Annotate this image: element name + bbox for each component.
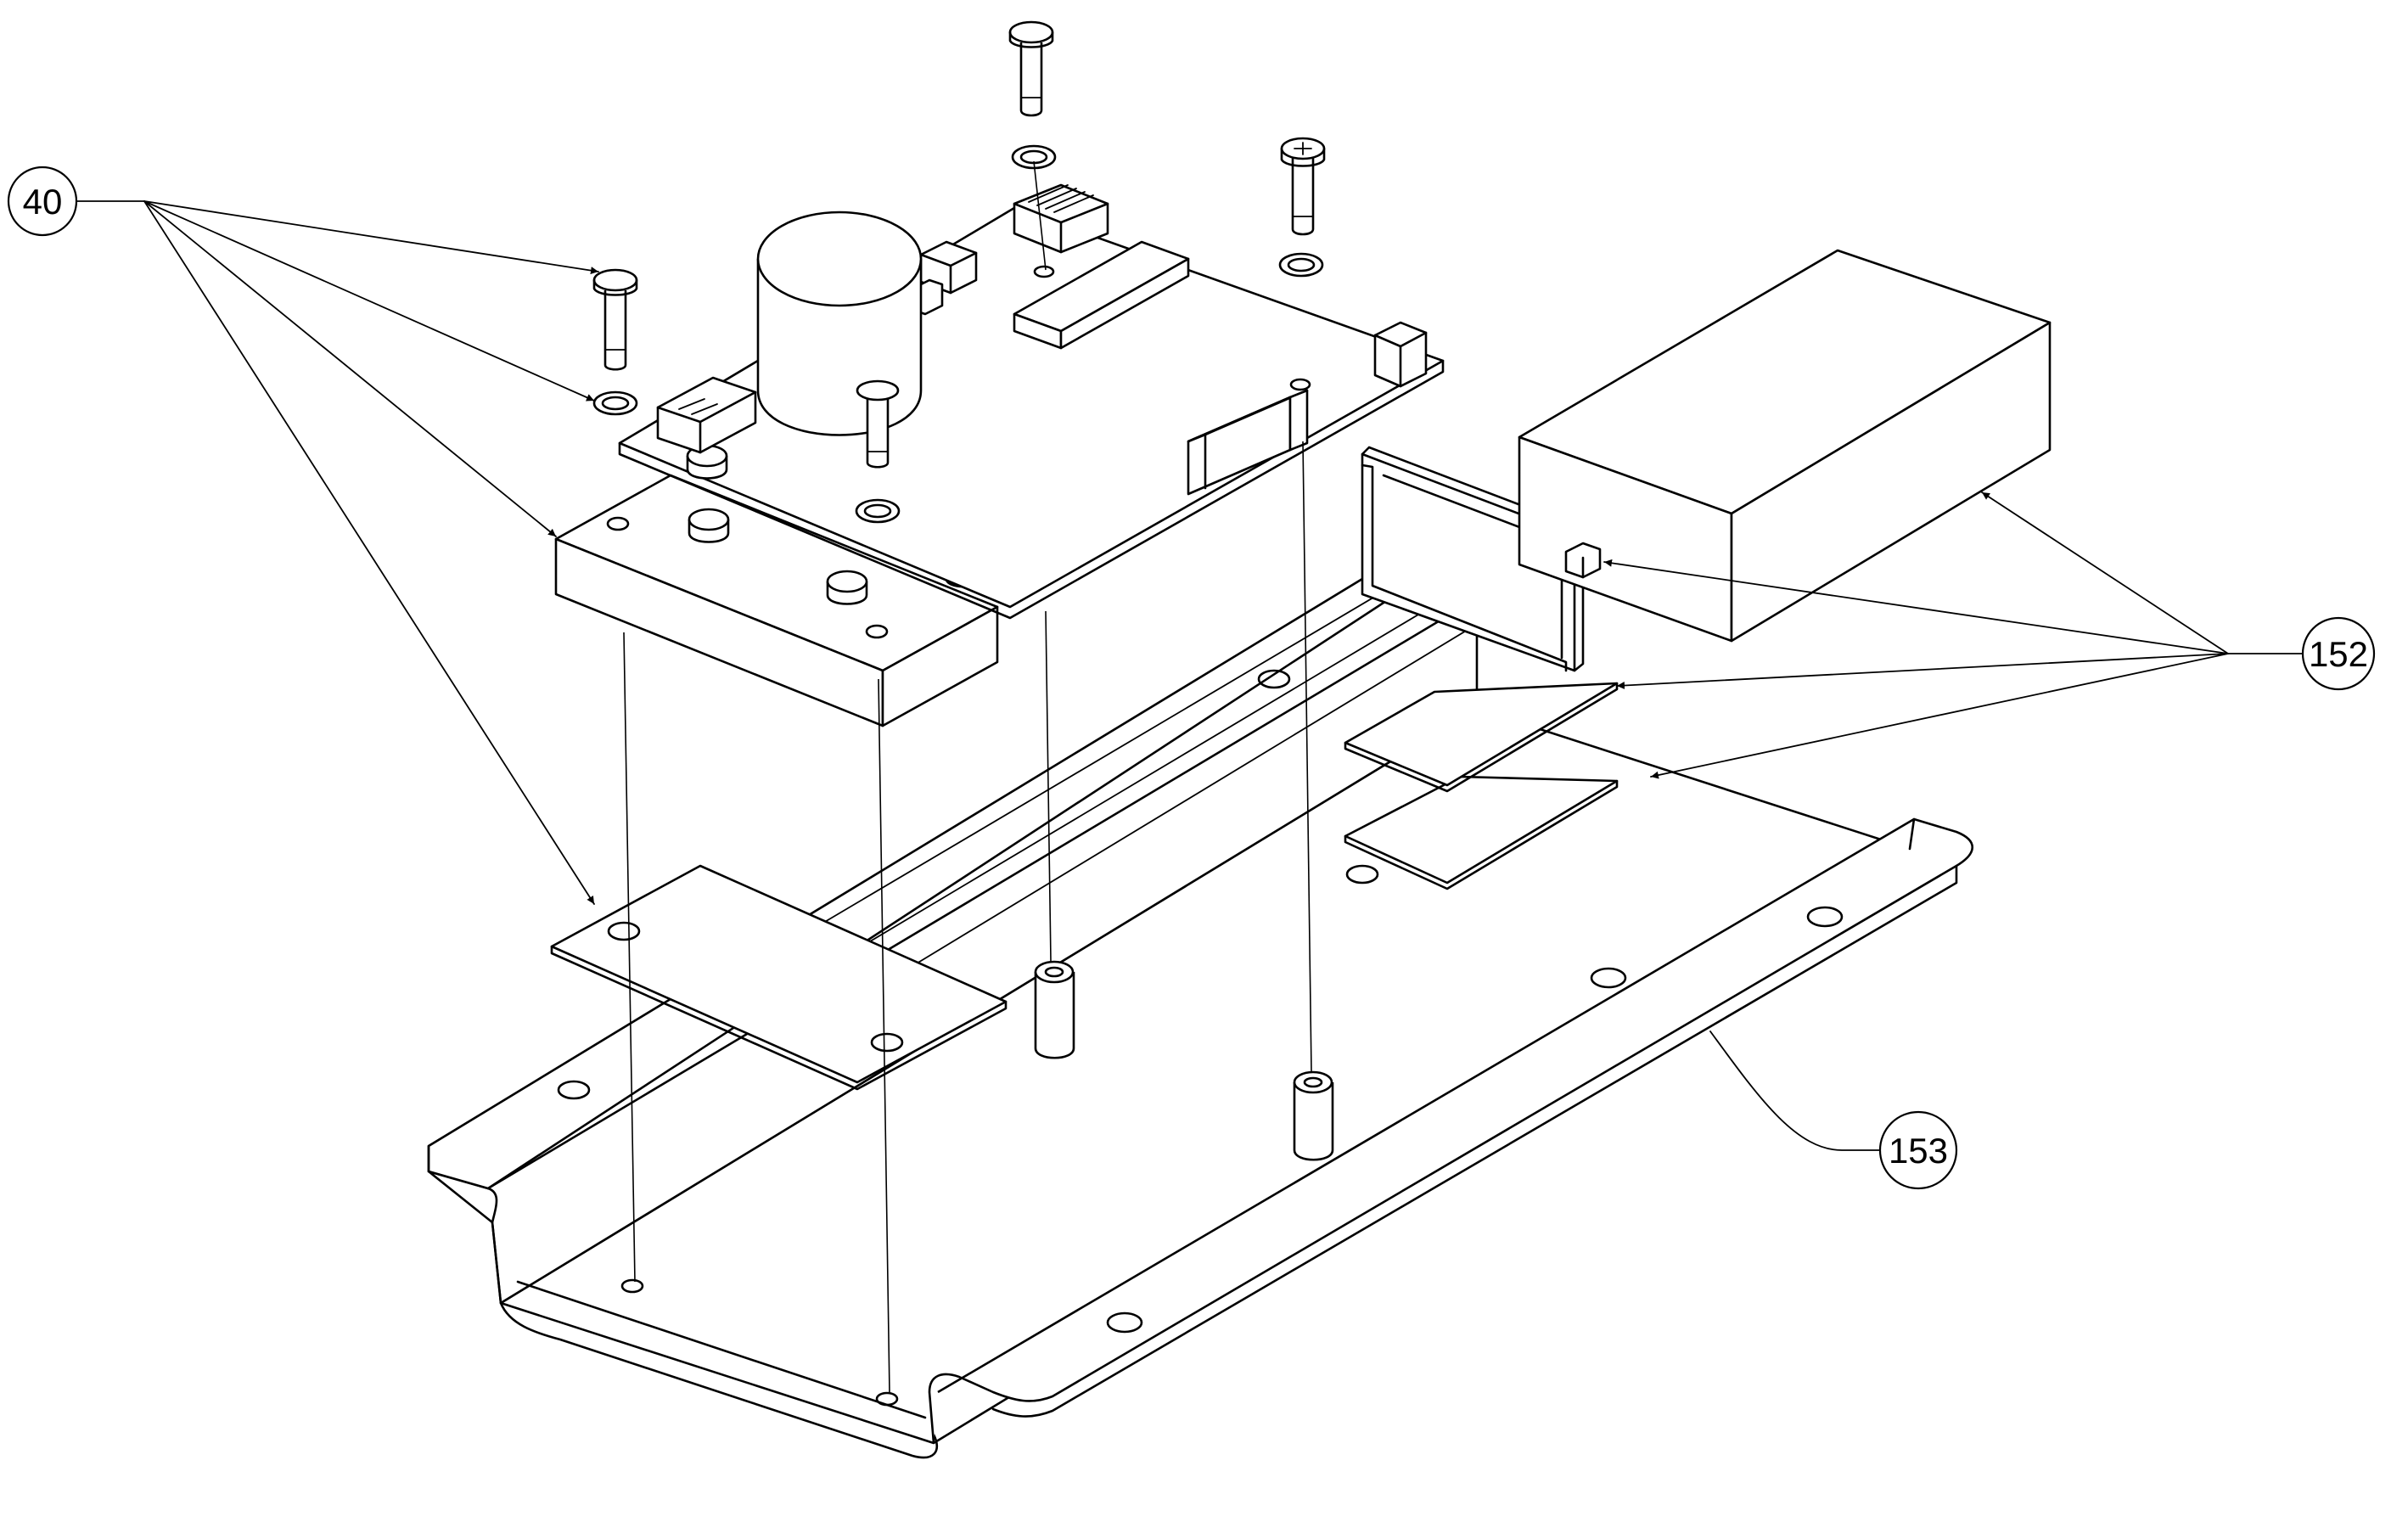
callout-balloon-152: 152 [2301,616,2376,691]
display-window [1361,446,1585,672]
assembly-axis-lines [623,160,1312,1393]
insulating-pad [550,864,1008,1091]
callout-balloon-153: 153 [1878,1110,1958,1190]
washer-left-rear [592,390,638,416]
svg-text:152: 152 [2309,634,2368,674]
standoff-left [1034,960,1075,1059]
washer-board-left [855,498,901,524]
screw-top-center [1008,20,1054,117]
screw-left-rear [592,268,638,371]
leader-lines-40 [76,200,599,905]
svg-text:153: 153 [1889,1131,1948,1171]
washer-top-center [1011,144,1057,170]
screw-board-left [856,379,900,469]
svg-text:40: 40 [23,182,63,222]
washer-top-right [1278,252,1324,278]
callout-balloon-40: 40 [7,166,78,237]
screw-top-right [1280,137,1326,236]
capacitor-cylinder [756,211,923,436]
leader-lines-152 [1603,491,2305,779]
terminal-enclosure [1518,249,2052,643]
insulator-block [554,474,999,727]
circuit-board [618,183,1445,620]
label-pad-lower [1344,775,1619,890]
standoff-right [1293,1070,1334,1161]
leader-line-153 [1709,1031,1881,1151]
